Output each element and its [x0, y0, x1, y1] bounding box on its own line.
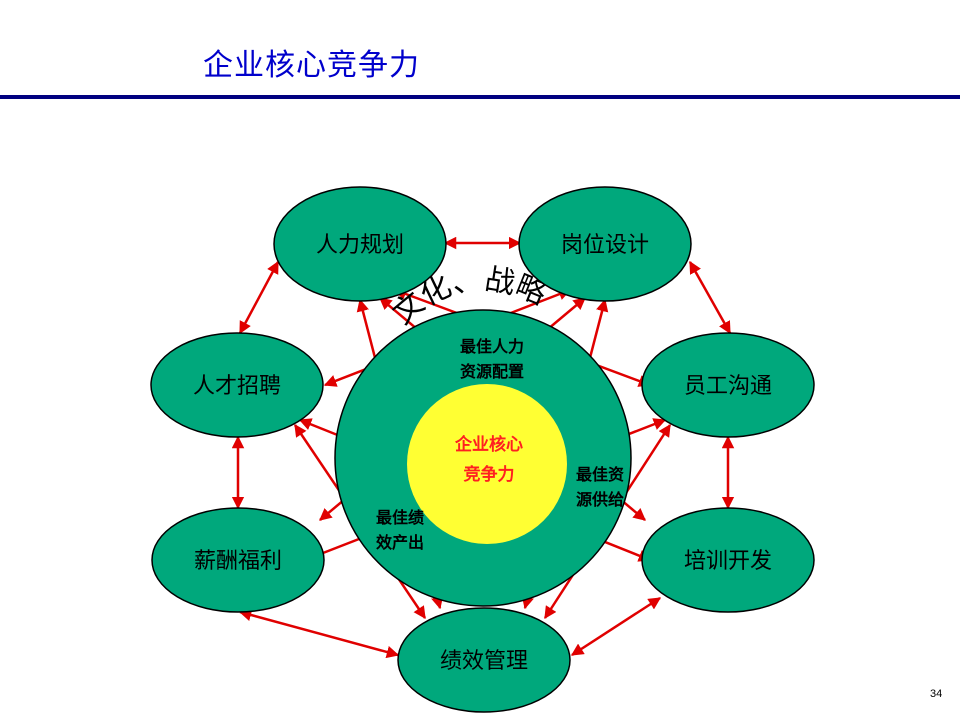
node-recruiting: 人才招聘 — [150, 332, 324, 438]
core-circle — [407, 384, 567, 544]
node-hr-planning-label: 人力规划 — [316, 233, 404, 258]
page-title: 企业核心竞争力 — [203, 48, 420, 83]
best-resource-supply-line2: 源供给 — [576, 490, 624, 509]
node-employee-communication-label: 员工沟通 — [684, 374, 772, 399]
page-number: 34 — [930, 688, 943, 700]
arrow-recruiting-planning — [238, 260, 280, 335]
title-divider — [0, 95, 960, 99]
core-competitiveness-line1: 企业核心 — [454, 434, 523, 455]
node-job-design-label: 岗位设计 — [561, 233, 649, 258]
node-job-design: 岗位设计 — [518, 186, 692, 302]
node-hr-planning: 人力规划 — [273, 186, 447, 302]
arrow-training-performance — [570, 596, 662, 657]
node-compensation-label: 薪酬福利 — [194, 549, 282, 574]
arrow-jobdesign-comm — [688, 260, 732, 335]
best-hr-allocation-line2: 资源配置 — [460, 362, 524, 381]
best-performance-output-line1: 最佳绩 — [376, 508, 424, 527]
best-resource-supply-line1: 最佳资 — [576, 465, 624, 484]
core-competitiveness-line2: 竞争力 — [464, 464, 515, 485]
node-recruiting-label: 人才招聘 — [193, 374, 281, 399]
node-compensation: 薪酬福利 — [151, 507, 325, 613]
node-performance: 绩效管理 — [397, 607, 571, 713]
arrow-performance-comp — [238, 608, 400, 659]
node-training-label: 培训开发 — [684, 549, 772, 574]
best-hr-allocation-line1: 最佳人力 — [460, 337, 524, 356]
node-training: 培训开发 — [641, 507, 815, 613]
best-performance-output-line2: 效产出 — [376, 533, 424, 552]
node-employee-communication: 员工沟通 — [641, 332, 815, 438]
node-performance-label: 绩效管理 — [440, 649, 528, 674]
